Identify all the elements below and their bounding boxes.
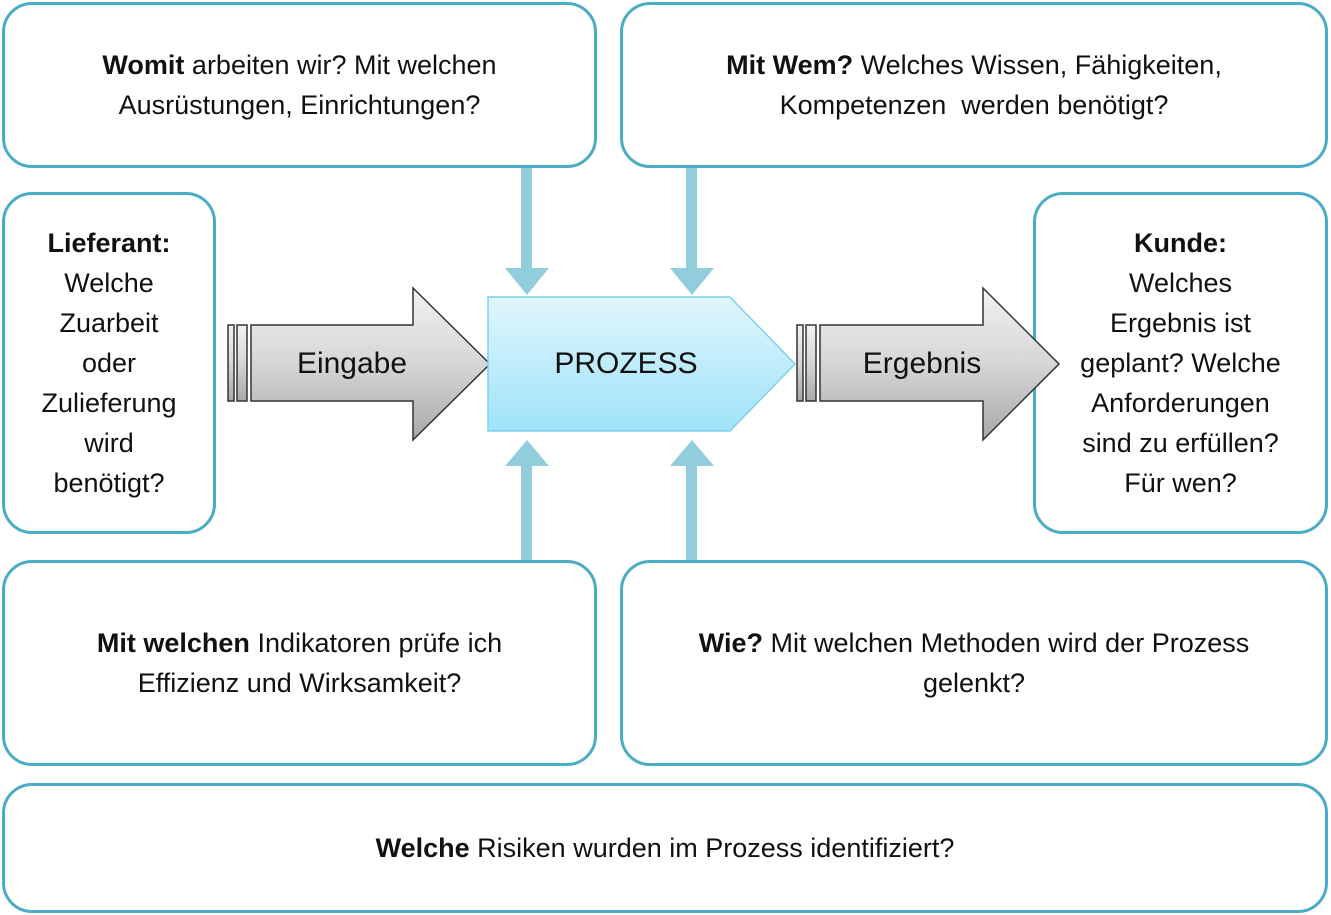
kunde-line: sind zu erfüllen? — [1082, 428, 1279, 458]
box-mit-wem: Mit Wem? Welches Wissen, Fähigkeiten, Ko… — [620, 2, 1328, 168]
mitwem-line2: Kompetenzen werden benötigt? — [779, 90, 1169, 120]
womit-text: arbeiten wir? Mit welchen — [184, 50, 497, 80]
box-methoden: Wie? Mit welchen Methoden wird der Proze… — [620, 560, 1328, 766]
lieferant-line: oder — [81, 348, 137, 378]
connector-down-left — [505, 168, 549, 295]
risiken-bold: Welche — [375, 833, 470, 863]
methoden-text: Mit welchen Methoden wird der Prozess — [763, 628, 1250, 658]
box-risiken: Welche Risiken wurden im Prozess identif… — [2, 783, 1328, 913]
kunde-line: Ergebnis ist — [1109, 308, 1252, 338]
mitwem-bold: Mit Wem? — [726, 50, 854, 80]
lieferant-line: benötigt? — [53, 468, 165, 498]
womit-bold: Womit — [102, 50, 185, 80]
connector-down-right — [670, 168, 714, 295]
risiken-text: Risiken wurden im Prozess identifiziert? — [469, 833, 955, 863]
process-shape — [487, 296, 797, 432]
output-label: Ergebnis — [862, 347, 982, 380]
methoden-line2: gelenkt? — [922, 668, 1026, 698]
kunde-line: geplant? Welche — [1080, 348, 1281, 378]
kunde-line: Für wen? — [1124, 468, 1237, 498]
kunde-line: Anforderungen — [1091, 388, 1270, 418]
connector-up-right — [670, 440, 714, 560]
box-womit: Womit arbeiten wir? Mit welchen Ausrüstu… — [2, 2, 597, 168]
lieferant-line: Zulieferung — [41, 388, 177, 418]
indikatoren-line2: Effizienz und Wirksamkeit? — [137, 668, 462, 698]
box-indikatoren: Mit welchen Indikatoren prüfe ich Effizi… — [2, 560, 597, 766]
box-lieferant: Lieferant: Welche Zuarbeit oder Zuliefer… — [2, 192, 216, 534]
mitwem-text: Welches Wissen, Fähigkeiten, — [853, 50, 1222, 80]
input-arrow — [227, 286, 492, 442]
kunde-line: Welches — [1128, 268, 1233, 298]
connector-up-left — [505, 440, 549, 560]
womit-line2: Ausrüstungen, Einrichtungen? — [118, 90, 481, 120]
indikatoren-bold: Mit welchen — [96, 628, 250, 658]
lieferant-line: wird — [84, 428, 134, 458]
lieferant-line: Welche — [64, 268, 154, 298]
indikatoren-text: Indikatoren prüfe ich — [249, 628, 503, 658]
input-label: Eingabe — [296, 347, 408, 380]
box-kunde: Kunde: Welches Ergebnis ist geplant? Wel… — [1033, 192, 1328, 534]
kunde-title: Kunde: — [1134, 228, 1227, 258]
lieferant-line: Zuarbeit — [59, 308, 159, 338]
output-arrow — [796, 286, 1061, 442]
methoden-bold: Wie? — [698, 628, 764, 658]
process-label: PROZESS — [554, 347, 698, 380]
lieferant-title: Lieferant: — [47, 228, 171, 258]
